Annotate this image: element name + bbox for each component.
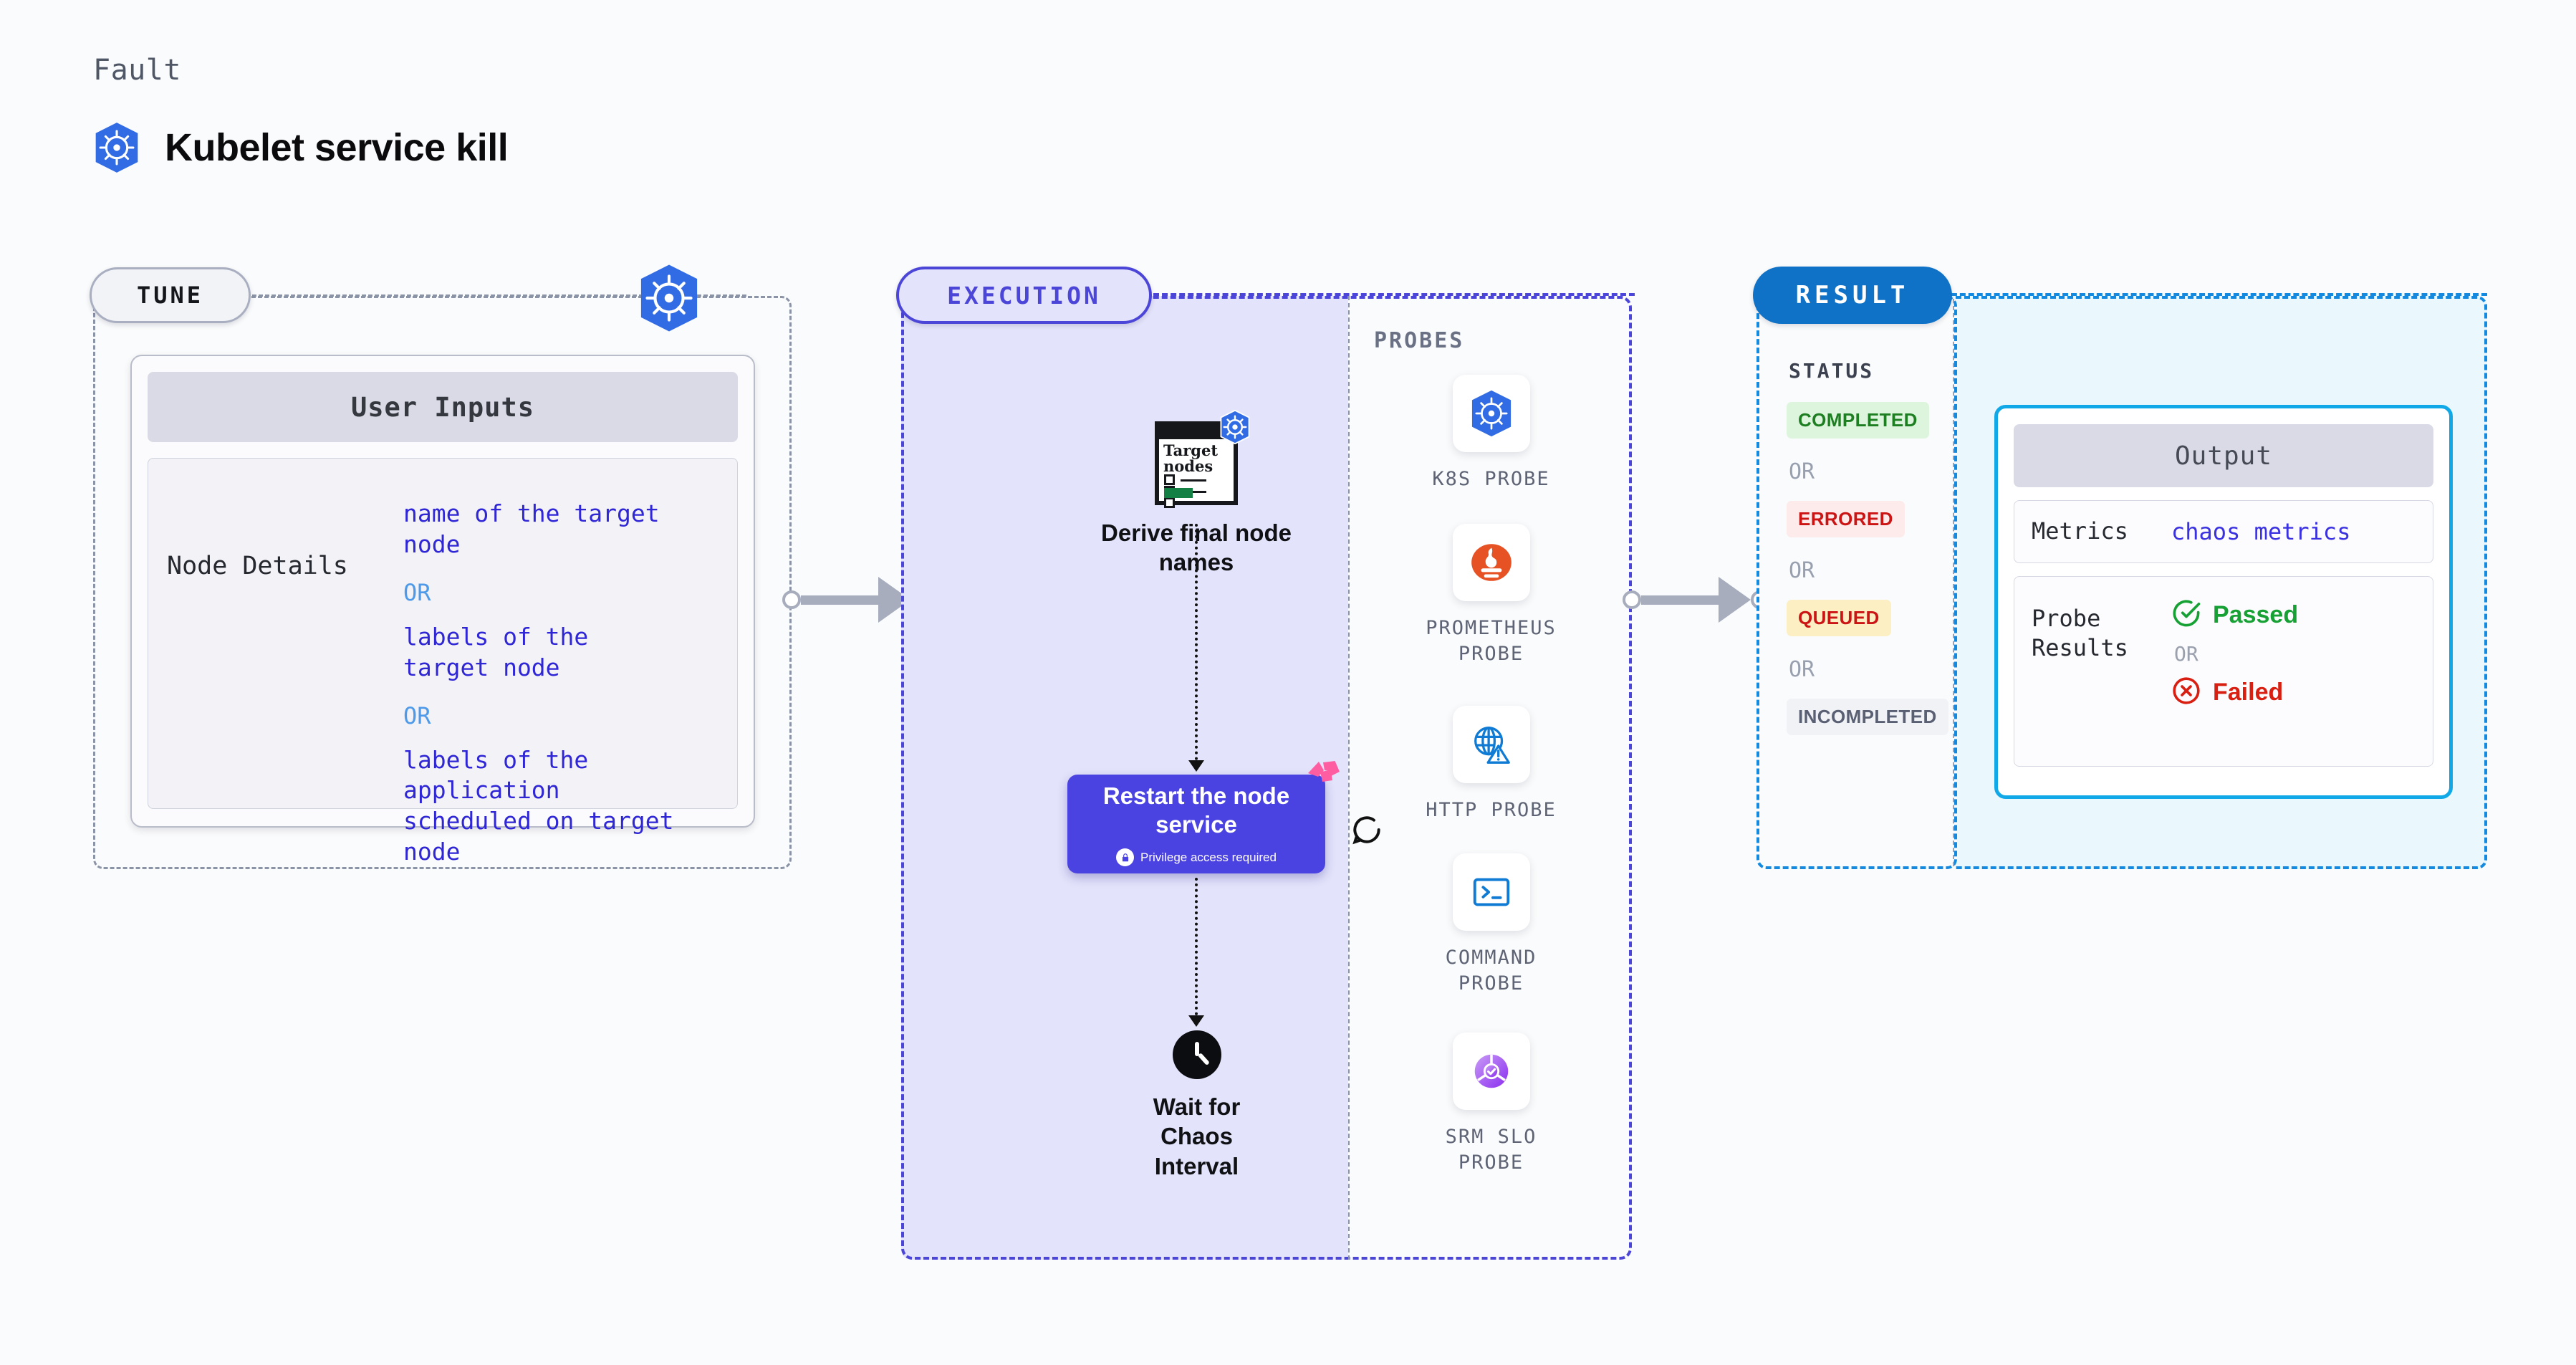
connector-start-dot [1623, 590, 1641, 609]
status-badge-completed: COMPLETED [1787, 402, 1929, 439]
node-restart-the-node-service[interactable]: Restart the node service Privilege acces… [1067, 761, 1340, 873]
output-card: Output Metrics chaos metrics Probe Resul… [1994, 405, 2453, 799]
tune-pill-label[interactable]: TUNE [90, 267, 251, 323]
fault-eyebrow-label: Fault [93, 54, 181, 87]
x-circle-icon [2171, 676, 2201, 709]
kubernetes-icon [638, 264, 701, 336]
probe-item-command[interactable]: COMMAND PROBE [1414, 853, 1568, 997]
output-row-metrics: Metrics chaos metrics [2014, 500, 2433, 563]
probes-divider [1348, 296, 1350, 1260]
probe-label: PROMETHEUS PROBE [1426, 617, 1557, 666]
clock-icon [1172, 1030, 1221, 1079]
status-badge-incompleted: INCOMPLETED [1787, 699, 1948, 735]
privilege-note-text: Privilege access required [1140, 850, 1277, 864]
connector-arrowhead [1719, 577, 1751, 623]
probe-label: K8S PROBE [1432, 468, 1550, 490]
srm-slo-icon [1452, 1033, 1530, 1110]
connector-execution-to-result [1623, 577, 1769, 623]
input-separator-2: OR [403, 701, 431, 729]
node-derive-final-node-names[interactable]: Target nodes Derive final node names [1067, 409, 1325, 578]
probe-label: SRM SLO PROBE [1445, 1126, 1537, 1174]
privilege-note: Privilege access required [1116, 848, 1277, 867]
status-separator-2: OR [1789, 558, 1815, 583]
page-title-row: Kubelet service kill [93, 122, 509, 173]
output-metrics-value[interactable]: chaos metrics [2171, 517, 2351, 545]
probe-label: HTTP PROBE [1426, 799, 1557, 821]
kubernetes-icon [1219, 409, 1251, 448]
globe-warning-icon [1452, 706, 1530, 783]
user-inputs-header: User Inputs [148, 372, 738, 442]
status-section-label: STATUS [1789, 359, 1875, 383]
node-caption: Wait for Chaos Interval [1153, 1093, 1241, 1179]
input-value-2: labels of the target node [403, 622, 589, 681]
kubernetes-icon [93, 122, 140, 173]
output-card-header: Output [2014, 424, 2433, 487]
connector-start-dot [782, 590, 801, 609]
page-title: Kubelet service kill [165, 126, 509, 169]
output-row-probe-results: Probe Results Passed OR [2014, 575, 2433, 767]
node-wait-for-chaos-interval[interactable]: Wait for Chaos Interval [1123, 1030, 1270, 1181]
connector-bar [1641, 595, 1719, 605]
terminal-icon [1452, 853, 1530, 931]
kubernetes-icon [1452, 375, 1530, 452]
tune-top-dashed-line [252, 294, 746, 297]
output-probe-key: Probe Results [2032, 604, 2128, 662]
probe-passed-label: Passed [2213, 600, 2299, 628]
probe-failed-label: Failed [2213, 678, 2284, 706]
execution-panel: EXECUTION PROBES Target nodes [896, 267, 1635, 1260]
output-probe-values: Passed OR Failed [2171, 598, 2298, 709]
status-badge-queued: QUEUED [1787, 600, 1891, 636]
harness-logo-icon [1307, 760, 1341, 797]
node-caption: Derive final node names [1101, 519, 1292, 576]
flow-arrow-2 [1195, 878, 1198, 1015]
probe-result-passed: Passed [2171, 598, 2298, 632]
check-circle-icon [2171, 598, 2201, 632]
status-badge-errored: ERRORED [1787, 501, 1905, 537]
document-title-text: Target nodes [1163, 441, 1219, 476]
probe-item-k8s[interactable]: K8S PROBE [1414, 375, 1568, 492]
prometheus-icon [1452, 524, 1530, 601]
result-top-dashed-line [1943, 293, 2487, 296]
flow-arrow-1-head [1188, 760, 1204, 772]
input-separator-1: OR [403, 578, 431, 606]
user-inputs-body: Node Details name of the target node OR … [148, 458, 738, 866]
result-inner-divider [1953, 299, 1954, 866]
execution-panel-border [901, 296, 1632, 1260]
connector-bar [801, 595, 878, 605]
restart-node-title: Restart the node service [1102, 782, 1290, 838]
result-pill-label[interactable]: RESULT [1753, 267, 1952, 324]
target-nodes-document-icon: Target nodes [1155, 409, 1250, 508]
probe-item-http[interactable]: HTTP PROBE [1414, 706, 1568, 823]
probe-label: COMMAND PROBE [1445, 947, 1537, 995]
input-value-3: labels of the application scheduled on t… [403, 745, 674, 866]
tune-panel: TUNE User Inputs Node Details name of th… [90, 264, 792, 869]
probe-item-prometheus[interactable]: PROMETHEUS PROBE [1414, 524, 1568, 668]
execution-pill-label[interactable]: EXECUTION [896, 267, 1152, 324]
status-separator-1: OR [1789, 459, 1815, 484]
flow-arrow-2-head [1188, 1015, 1204, 1027]
probe-result-separator: OR [2174, 641, 2198, 666]
result-status-region [1756, 296, 1957, 869]
status-separator-3: OR [1789, 657, 1815, 682]
user-inputs-card: User Inputs Node Details name of the tar… [130, 355, 755, 866]
flow-arrow-1 [1195, 524, 1198, 760]
input-row-key: Node Details [167, 552, 348, 580]
probe-result-failed: Failed [2171, 676, 2298, 709]
lock-icon [1116, 848, 1135, 867]
input-row-values: name of the target node OR labels of the… [403, 499, 719, 886]
result-panel: RESULT STATUS COMPLETED OR ERRORED OR QU… [1753, 267, 2487, 869]
execution-top-dashed-line [1153, 293, 1635, 296]
probes-section-label: PROBES [1374, 328, 1465, 353]
input-value-1: name of the target node [403, 499, 660, 558]
output-metrics-key: Metrics [2032, 517, 2128, 545]
refresh-loop-icon [1349, 812, 1385, 851]
probe-item-srm-slo[interactable]: SRM SLO PROBE [1414, 1033, 1568, 1177]
